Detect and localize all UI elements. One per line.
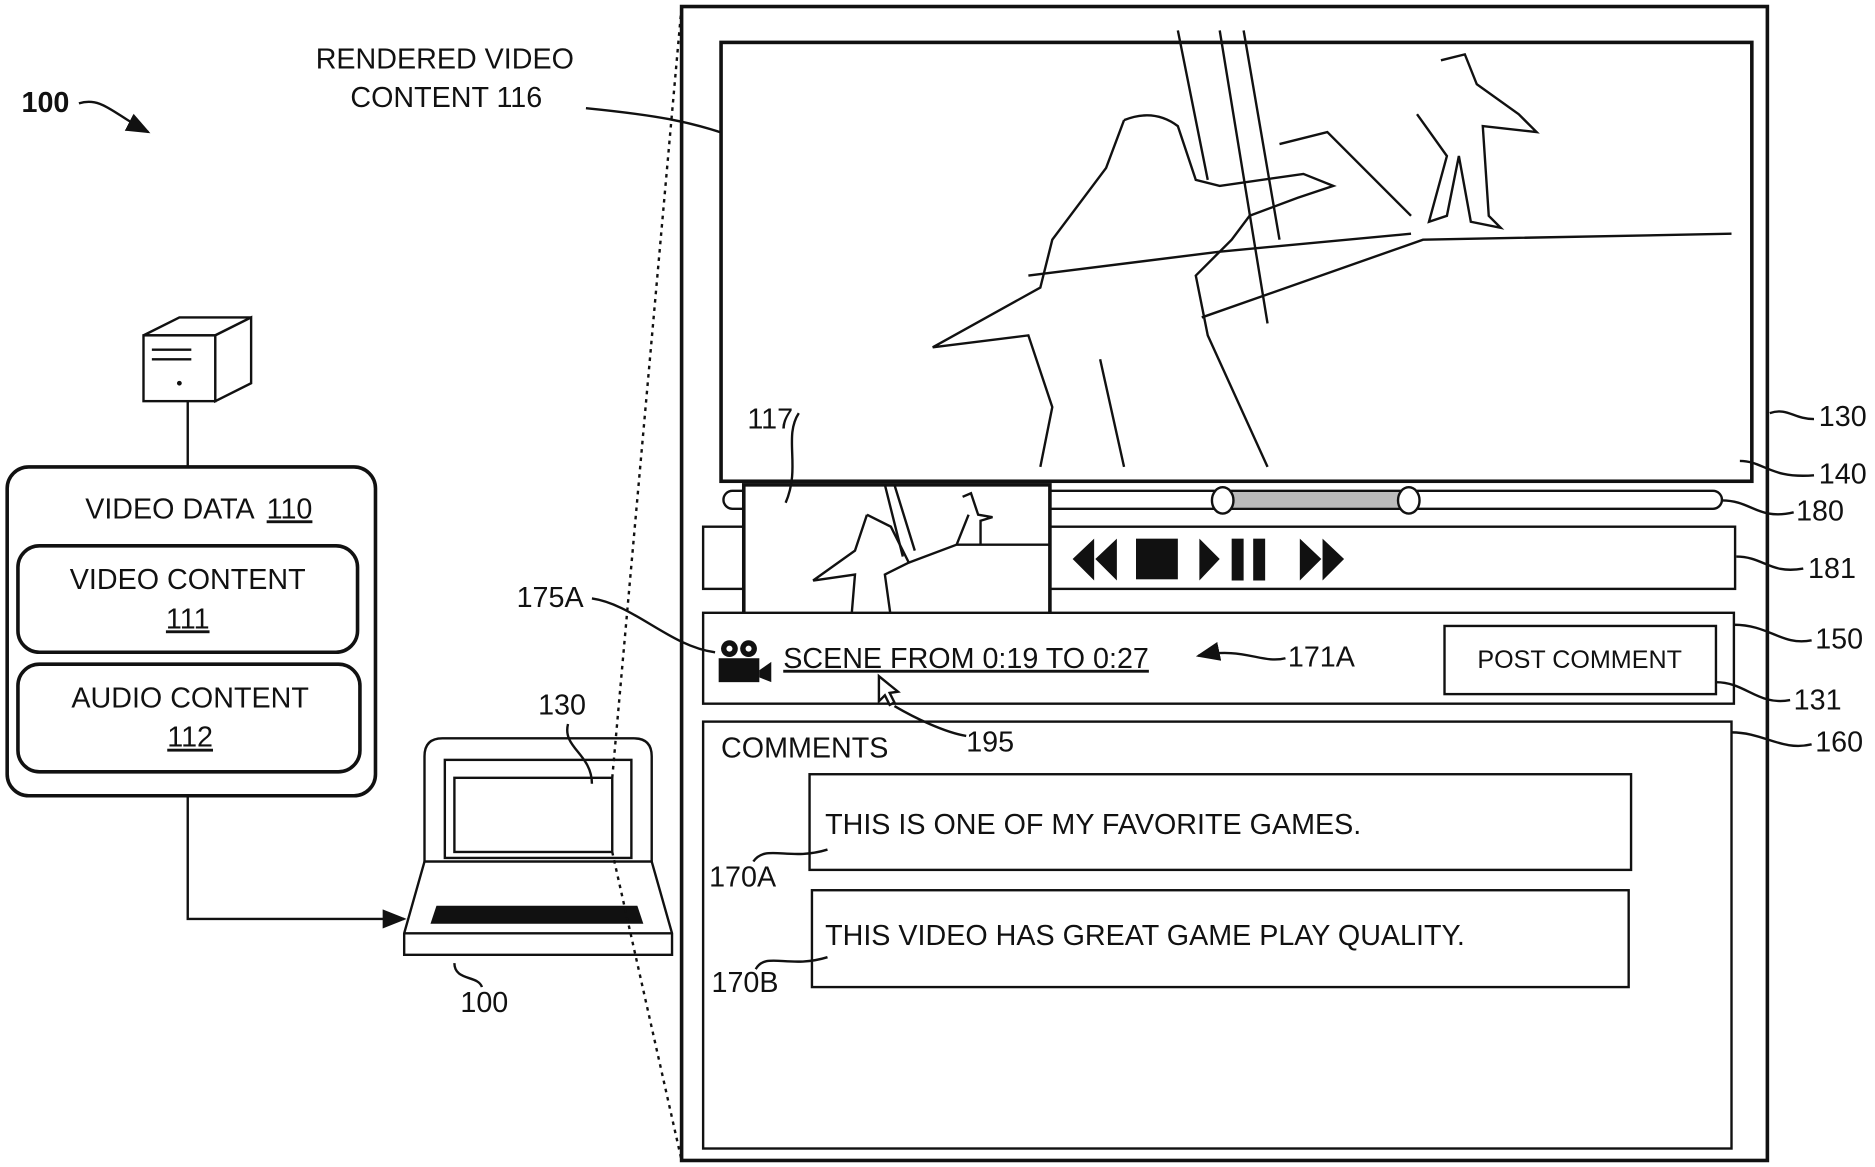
thumbnail-preview: [741, 483, 1052, 620]
leader-line: [1769, 410, 1815, 421]
video-data-box: VIDEO DATA 110 VIDEO CONTENT 111 AUDIO C…: [5, 465, 378, 798]
comment-item: THIS VIDEO HAS GREAT GAME PLAY QUALITY.: [810, 889, 1630, 989]
leader-line: [1715, 680, 1791, 703]
scene-link[interactable]: SCENE FROM 0:19 TO 0:27: [783, 643, 1149, 675]
leader-line: [752, 848, 828, 863]
leader-line: [893, 705, 967, 738]
video-area-ref: 140: [1819, 459, 1867, 491]
video-content-title: VIDEO CONTENT: [70, 564, 306, 596]
comments-title: COMMENTS: [721, 732, 888, 764]
comment-text: THIS VIDEO HAS GREAT GAME PLAY QUALITY.: [825, 920, 1465, 952]
scrubber-ref: 180: [1796, 496, 1844, 528]
post-comment-button[interactable]: POST COMMENT: [1443, 624, 1718, 696]
fast-forward-icon[interactable]: [1299, 538, 1345, 581]
comment-ref: 170A: [709, 862, 777, 894]
figure-ref: 100: [22, 87, 70, 119]
data-to-laptop-arrow: [186, 795, 407, 929]
scrubber-selected-range: [1222, 492, 1409, 508]
rendered-video-label-2: CONTENT 116: [350, 82, 542, 114]
server-icon: [142, 315, 253, 404]
leader-line: [784, 412, 800, 504]
leader-line: [1736, 555, 1804, 571]
leader-line: [453, 963, 484, 988]
scrubber-end-handle[interactable]: [1396, 486, 1421, 515]
thumbnail-ref: 117: [747, 404, 793, 436]
link-arrow: [1195, 642, 1286, 661]
controls-ref: 181: [1808, 553, 1856, 585]
video-player[interactable]: [719, 30, 1754, 484]
leader-line: [566, 723, 594, 784]
screen-frame: [679, 4, 1770, 1163]
screen-ref: 130: [1819, 401, 1867, 433]
laptop-screen-ref: 130: [538, 689, 586, 721]
cursor-icon: [877, 673, 901, 707]
comments-area-ref: 160: [1815, 727, 1863, 759]
stop-icon[interactable]: [1136, 538, 1178, 580]
leader-line: [1721, 499, 1794, 516]
cursor-ref: 195: [966, 727, 1014, 759]
post-button-ref: 131: [1794, 685, 1842, 717]
camera-ref: 175A: [517, 582, 585, 614]
figure-ref-arrow: [78, 100, 151, 134]
comment-text: THIS IS ONE OF MY FAVORITE GAMES.: [825, 809, 1361, 841]
leader-line: [1739, 459, 1815, 477]
laptop-device-ref: 100: [460, 987, 508, 1019]
leader-line: [1731, 731, 1812, 748]
rewind-icon[interactable]: [1072, 538, 1117, 581]
link-ref: 171A: [1288, 642, 1356, 674]
scrubber-start-handle[interactable]: [1210, 486, 1235, 515]
audio-content-ref: 112: [167, 722, 213, 754]
post-comment-label: POST COMMENT: [1477, 646, 1682, 674]
leader-line: [1733, 623, 1812, 643]
video-data-ref: 110: [267, 493, 313, 525]
scene-bar-ref: 150: [1815, 624, 1863, 656]
play-pause-icon[interactable]: [1199, 538, 1266, 581]
video-scene-illustration: [932, 30, 1732, 468]
projection-line: [611, 851, 683, 1161]
video-data-title: VIDEO DATA: [85, 493, 255, 525]
audio-content-title: AUDIO CONTENT: [71, 682, 308, 714]
video-camera-icon: [718, 640, 772, 683]
laptop-icon: [402, 737, 674, 956]
comment-ref: 170B: [711, 967, 778, 999]
leader-line: [754, 956, 828, 970]
comment-item: THIS IS ONE OF MY FAVORITE GAMES.: [808, 773, 1633, 872]
video-content-ref: 111: [166, 603, 210, 635]
leader-line: [591, 597, 716, 654]
rendered-video-label-1: RENDERED VIDEO: [316, 44, 574, 76]
projection-line: [611, 6, 683, 778]
